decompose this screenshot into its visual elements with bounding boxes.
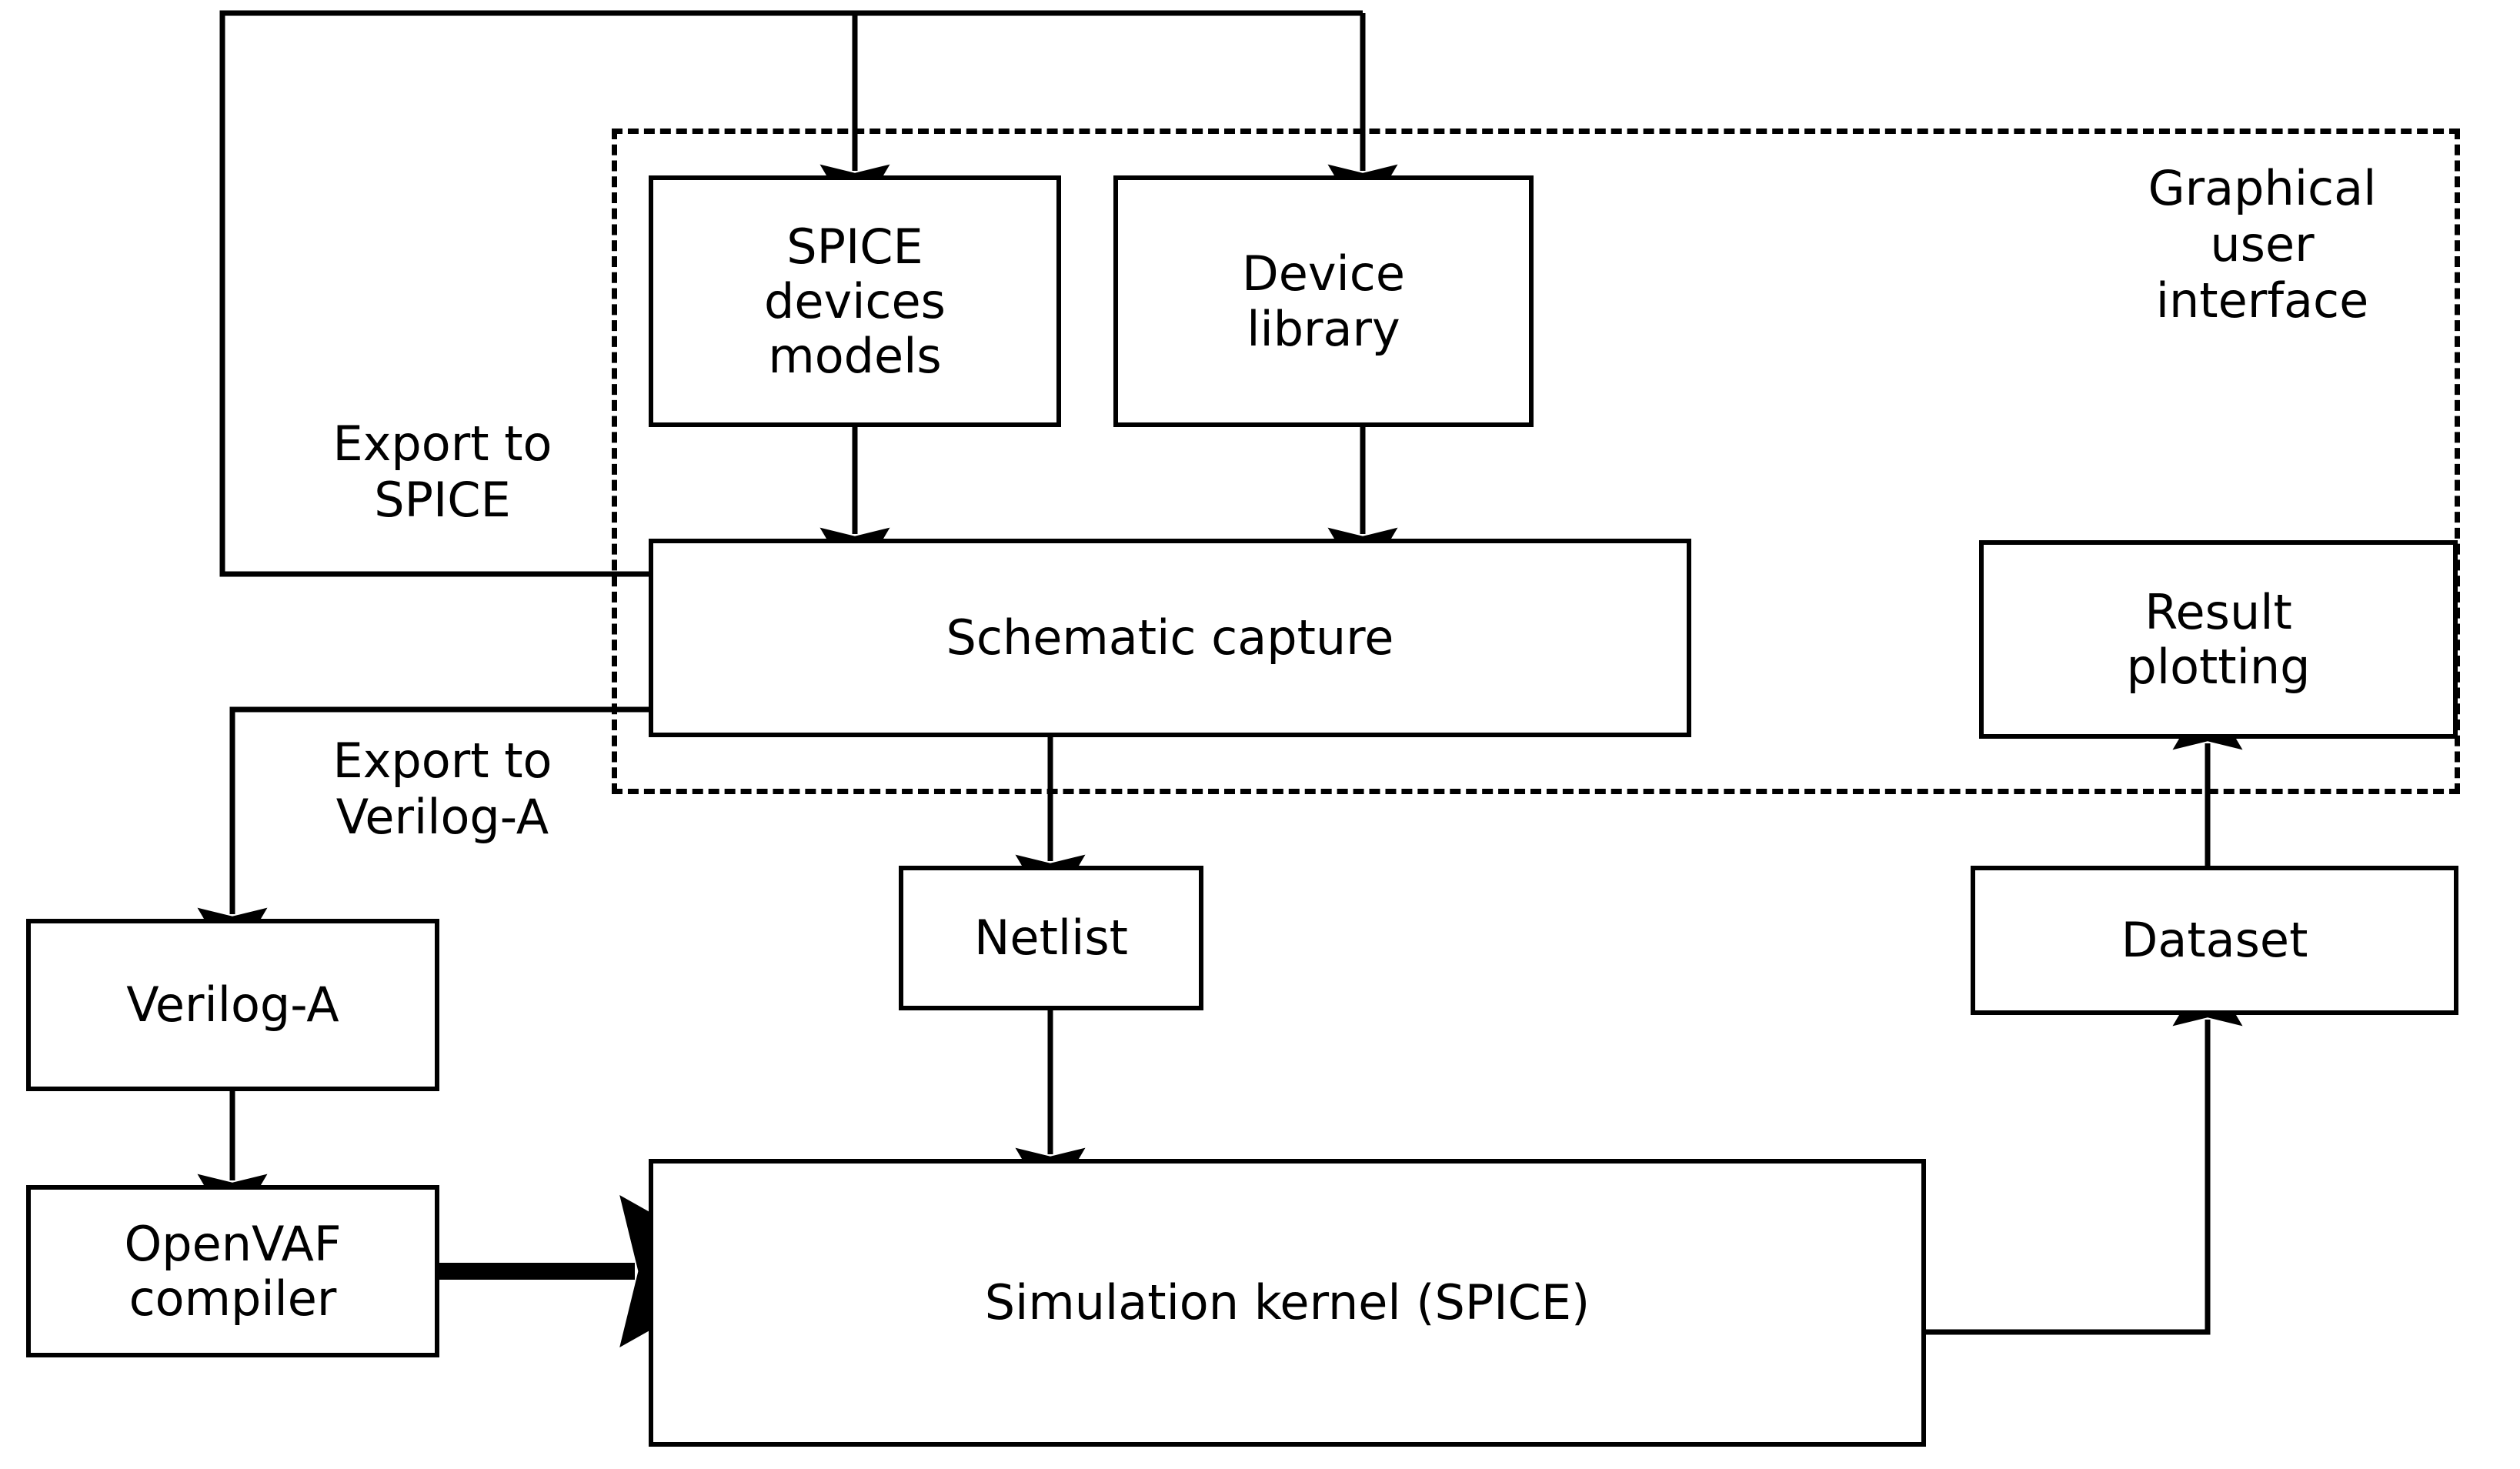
export-to-spice-label: Export to SPICE	[332, 416, 552, 529]
gui-boundary-region	[612, 129, 2460, 794]
node-simulation-kernel: Simulation kernel (SPICE)	[649, 1159, 1926, 1447]
node-spice-devices-models: SPICE devices models	[649, 175, 1061, 427]
node-netlist: Netlist	[899, 866, 1203, 1010]
node-dataset: Dataset	[1971, 866, 2458, 1015]
edge-kernel-to-dataset	[1926, 967, 2243, 1335]
node-result-plotting: Result plotting	[1979, 540, 2458, 739]
node-device-library: Device library	[1113, 175, 1534, 427]
export-to-verilog-a-label: Export to Verilog-A	[332, 733, 552, 846]
node-verilog-a: Verilog-A	[26, 919, 439, 1091]
gui-zone-label: Graphical user interface	[2148, 160, 2377, 329]
node-schematic-capture: Schematic capture	[649, 539, 1691, 737]
node-openvaf-compiler: OpenVAF compiler	[26, 1185, 439, 1357]
